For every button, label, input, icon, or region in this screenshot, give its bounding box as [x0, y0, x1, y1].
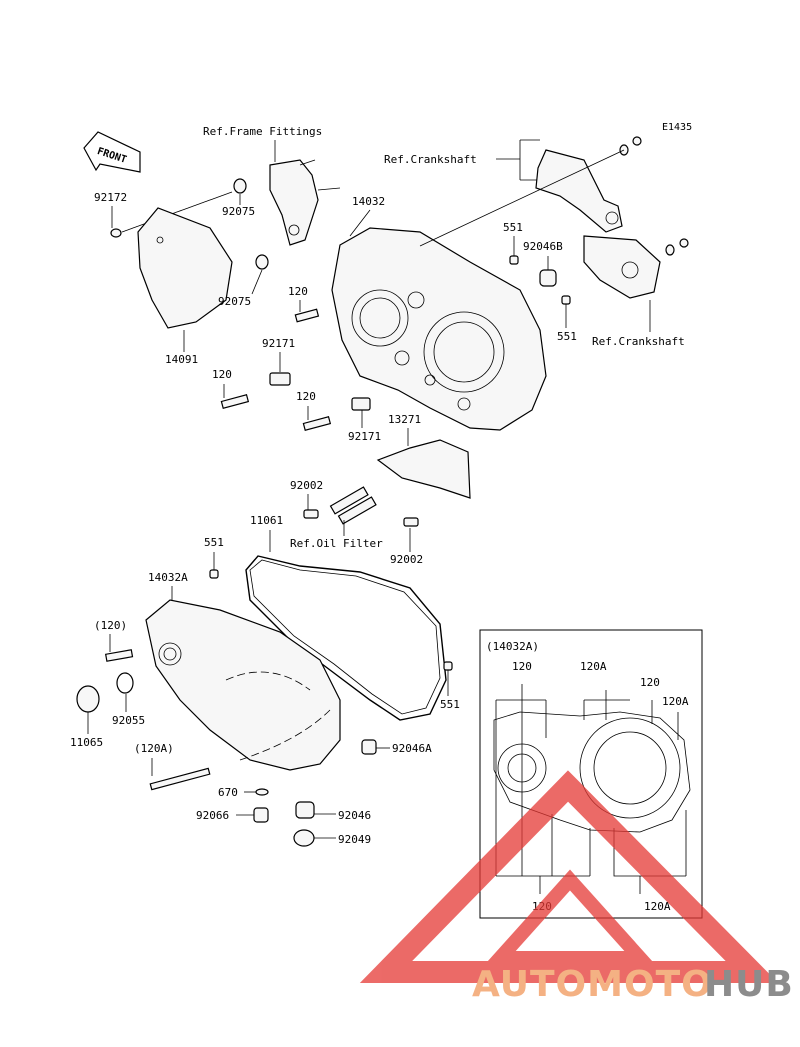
part-label-92046: 92046 [338, 809, 371, 822]
cover-14091 [137, 207, 233, 329]
diagram-code: E1435 [662, 122, 692, 133]
oil-filter-pipe [329, 486, 377, 525]
seal-92049 [293, 829, 315, 847]
frame-bracket-part [269, 159, 341, 246]
bolt-top [632, 136, 642, 146]
bolt-92002-b [403, 517, 419, 527]
part-label-551-right: 551 [557, 330, 577, 343]
part-label-11065: 11065 [70, 736, 103, 749]
crankcase-cover-14032 [331, 227, 547, 431]
inset-label-120-tr: 120 [640, 676, 660, 689]
part-label-92046A: 92046A [392, 742, 432, 755]
bolt-120-b [220, 394, 250, 409]
part-label-551-upper: 551 [503, 221, 523, 234]
part-label-120A-paren: (120A) [134, 742, 174, 755]
part-label-13271: 13271 [388, 413, 421, 426]
part-label-92002-a: 92002 [290, 479, 323, 492]
washer-right [665, 244, 675, 256]
part-label-92066: 92066 [196, 809, 229, 822]
bolt-right [679, 238, 689, 248]
inset-label-120A-tr: 120A [662, 695, 689, 708]
part-label-92171-a: 92171 [262, 337, 295, 350]
dowel-551-left [209, 569, 219, 579]
dowel-551-lower [443, 661, 453, 671]
part-label-92172: 92172 [94, 191, 127, 204]
gasket-11061 [245, 555, 447, 721]
watermark-text-hub: HUB [704, 964, 794, 1005]
watermark-text-automoto: AUTOMOTO [472, 964, 713, 1005]
part-label-551-lower: 551 [440, 698, 460, 711]
grommet-92075-lower [255, 254, 269, 270]
bolt-120-c [302, 416, 332, 431]
bolt-120-paren [104, 649, 134, 662]
part-label-120-a: 120 [288, 285, 308, 298]
inset-label-120A-bottom: 120A [644, 900, 671, 913]
bolt-92172 [110, 228, 122, 238]
bolt-92002-a [303, 509, 319, 519]
ref-crankshaft-right-label: Ref.Crankshaft [592, 335, 685, 348]
bearing-92046A [361, 739, 377, 755]
part-label-92075-upper: 92075 [222, 205, 255, 218]
guide-plate-13271 [376, 439, 471, 499]
crankshaft-bracket-right [583, 235, 661, 299]
part-label-120-paren: (120) [94, 619, 127, 632]
bearing-92046 [295, 801, 315, 819]
part-label-670: 670 [218, 786, 238, 799]
part-label-92171-b: 92171 [348, 430, 381, 443]
part-label-92075-lower: 92075 [218, 295, 251, 308]
part-label-120-c: 120 [296, 390, 316, 403]
part-label-14032: 14032 [352, 195, 385, 208]
bolt-120A-long [149, 767, 211, 791]
bearing-92046B [539, 269, 557, 287]
spacer-92171-a [269, 372, 291, 386]
dowel-551-right [561, 295, 571, 305]
part-label-14032A: 14032A [148, 571, 188, 584]
spacer-92171-b [351, 397, 371, 411]
cap-11065 [76, 685, 100, 713]
part-label-92049: 92049 [338, 833, 371, 846]
crankshaft-bracket-top [535, 149, 623, 233]
inset-label-120A-tm: 120A [580, 660, 607, 673]
grommet-92075-upper [233, 178, 247, 194]
front-arrow-icon: FRONT [83, 131, 141, 173]
inset-label-120-tl: 120 [512, 660, 532, 673]
part-label-92046B: 92046B [523, 240, 563, 253]
ref-oil-filter-label: Ref.Oil Filter [290, 537, 383, 550]
oring-92055 [116, 672, 134, 694]
washer-670 [255, 788, 269, 796]
inset-title: (14032A) [486, 640, 539, 653]
part-label-92055: 92055 [112, 714, 145, 727]
bolt-120-a [294, 308, 320, 323]
part-label-14091: 14091 [165, 353, 198, 366]
dowel-551-upper [509, 255, 519, 265]
part-label-120-b: 120 [212, 368, 232, 381]
ref-frame-fittings-label: Ref.Frame Fittings [203, 125, 322, 138]
part-label-92002-b: 92002 [390, 553, 423, 566]
plug-92066 [253, 807, 269, 823]
ref-crankshaft-top-label: Ref.Crankshaft [384, 153, 477, 166]
watermark-logo [359, 770, 779, 983]
part-label-551-left: 551 [204, 536, 224, 549]
part-label-11061: 11061 [250, 514, 283, 527]
outer-cover-14032A [145, 599, 341, 771]
